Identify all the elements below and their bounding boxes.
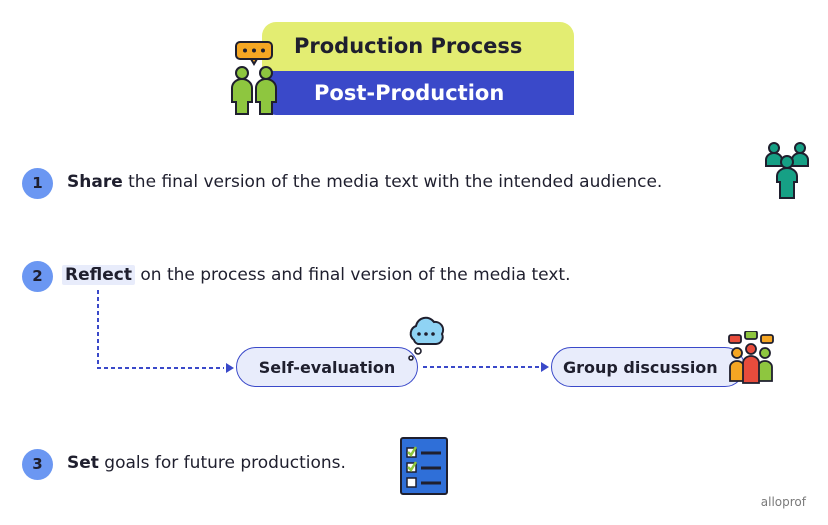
checklist-icon [400,437,448,495]
step-2-rest: on the process and final version of the … [134,265,571,285]
step-3-verb: Set [67,453,99,473]
self-evaluation-node: Self-evaluation [236,347,418,387]
group-discussion-icon [728,331,774,384]
banner-subtitle-box: Post-Production [262,71,574,115]
step-3-number: 3 [22,449,53,480]
step-1-rest: the final version of the media text with… [122,172,663,192]
thought-bubble-icon [408,316,445,361]
step-1-number: 1 [22,168,53,199]
step-3-rest: goals for future productions. [98,453,346,473]
banner-title-box: Production Process [262,22,574,71]
step-3-text: Set goals for future productions. [67,453,346,473]
alloprof-logo: alloprof [760,495,806,509]
banner-title: Production Process [294,34,523,58]
step-1-text: Share the final version of the media tex… [67,172,662,192]
speaking-people-icon [231,41,277,115]
step-1-verb: Share [67,172,123,192]
step-2-text: Reflect on the process and final version… [62,265,570,285]
step-2-number: 2 [22,261,53,292]
group-discussion-node: Group discussion [551,347,745,387]
banner-subtitle: Post-Production [314,81,505,105]
step-2-verb: Reflect [62,265,135,285]
audience-icon [765,142,809,199]
